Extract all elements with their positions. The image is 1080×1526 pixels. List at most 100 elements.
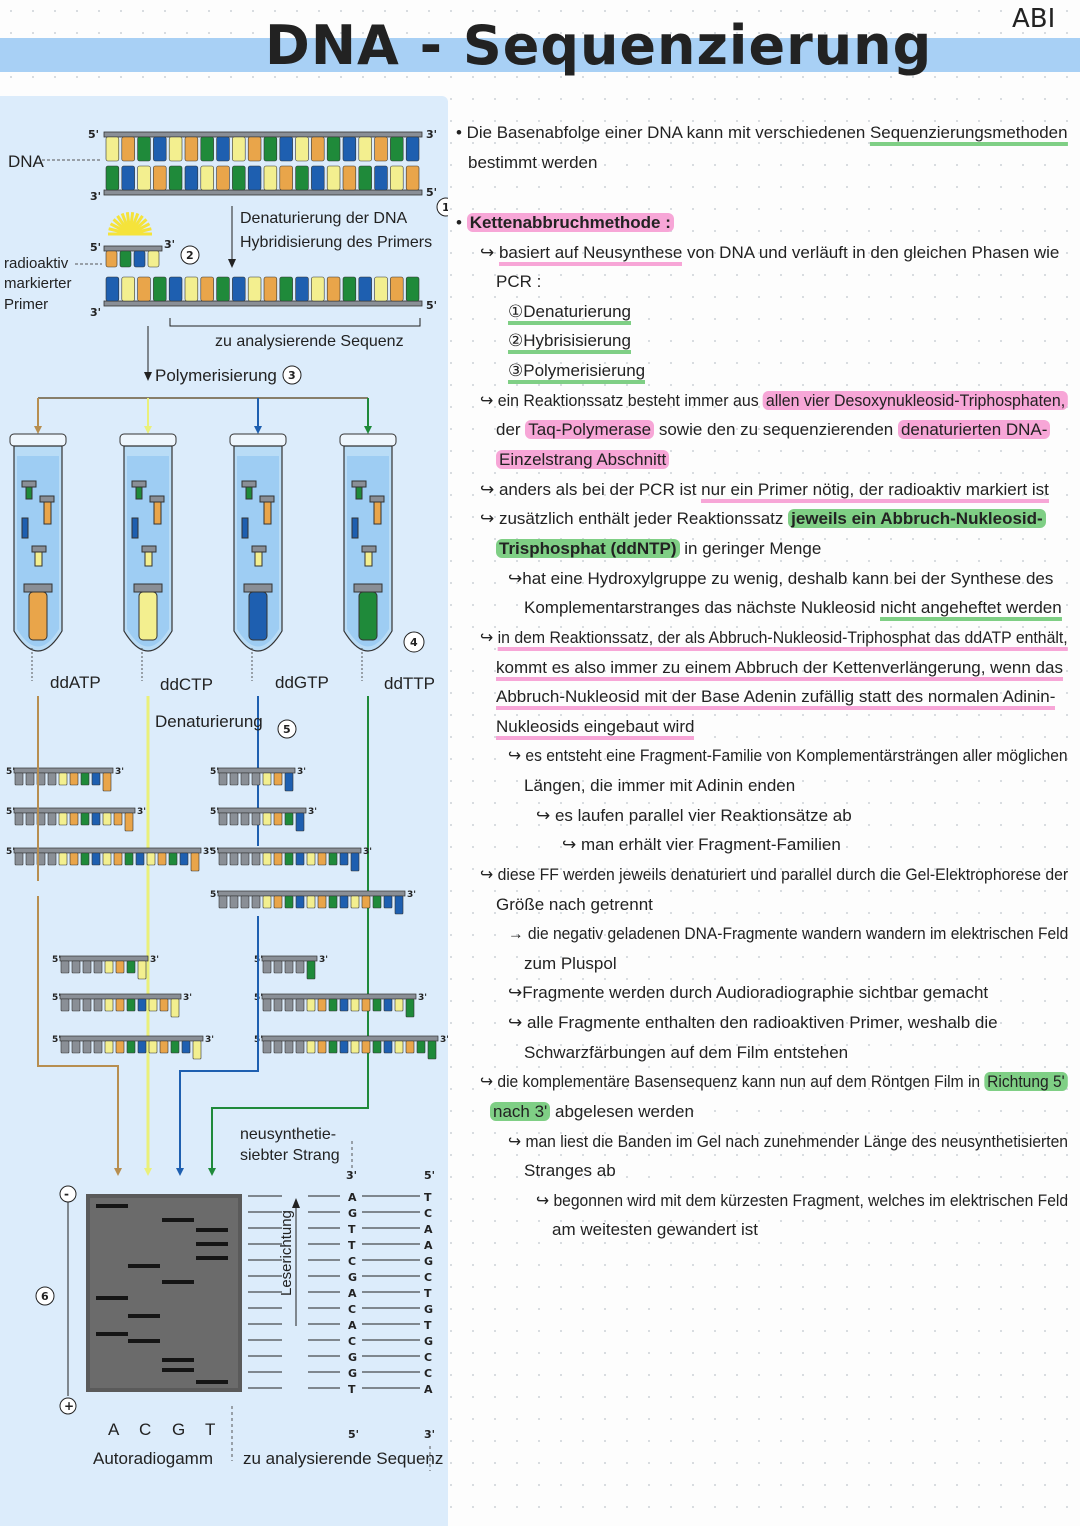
tube-rim [9, 433, 67, 447]
dna-base-lower [405, 165, 420, 191]
fragment-c-base [159, 1040, 169, 1054]
three-prime-label: 3' [90, 190, 101, 203]
fragment-a-base [102, 852, 112, 866]
template-base [358, 276, 372, 302]
five-prime-label: 5' [210, 890, 219, 900]
dna-base-lower [153, 165, 167, 191]
sequence-label: zu analysierende Sequenz [215, 333, 404, 350]
three-prime-label: 3' [203, 847, 212, 857]
fragment-a-base [91, 852, 101, 866]
sequence-base-right: G [424, 1255, 433, 1268]
new-strand-label-2: siebter Strang [240, 1147, 340, 1164]
sequence-base-right: A [424, 1239, 433, 1252]
fragment-a-base [157, 852, 167, 866]
dna-base-lower [311, 165, 325, 191]
fragment-g [217, 890, 406, 897]
sequence-base-right: T [424, 1287, 432, 1300]
fragment-c-base [170, 998, 180, 1018]
gel-band [96, 1332, 128, 1336]
fragment-a-base [25, 852, 35, 866]
fragment-a-base [179, 852, 189, 866]
fragment-t-base [317, 998, 327, 1012]
fragment-a-base [146, 852, 156, 866]
fragment-t-base [372, 1040, 382, 1054]
minus-sign: - [64, 1187, 69, 1201]
dna-base-upper [216, 136, 230, 162]
fragment-a-base [58, 812, 68, 826]
fragment-a [13, 807, 136, 814]
fragment-c-base [170, 1040, 180, 1054]
lane-label-t: T [205, 1420, 216, 1439]
fragment-a-base [69, 812, 79, 826]
fragment-g-base [317, 852, 327, 866]
fragment-c-base [192, 1040, 202, 1060]
primer-label-2: markierter [4, 275, 72, 292]
fragment-g-base [306, 852, 316, 866]
sequence-base-left: G [348, 1351, 357, 1364]
nucleotide-piece [25, 486, 33, 500]
sequence-base-right: A [424, 1223, 433, 1236]
fragment-c [59, 1035, 204, 1042]
fragment-c-base [137, 1040, 147, 1054]
title-banner [0, 38, 1080, 72]
fragment-g-base [339, 895, 349, 909]
note-line: ↪ basiert auf Neusynthese von DNA und ve… [480, 238, 1059, 268]
gel-band [162, 1280, 194, 1284]
note-line: ↪ diese FF werden jeweils denaturiert un… [480, 865, 1069, 884]
gel-band [128, 1314, 160, 1318]
nucleotide-piece [351, 480, 367, 488]
sequence-base-left: C [348, 1335, 356, 1348]
note-line: zum Pluspol [524, 954, 617, 973]
tube-rim [339, 433, 397, 447]
fragment-g-base [295, 852, 305, 866]
sequence-bracket [169, 318, 421, 327]
fragment-t-base [273, 960, 283, 974]
note-line: Längen, die immer mit Adinin enden [524, 776, 796, 795]
lane-line [211, 1096, 369, 1171]
three-prime-label: 3' [164, 238, 175, 251]
step-4-circle [403, 631, 425, 653]
three-prime-label: 3' [183, 993, 192, 1003]
sequence-base-right: G [424, 1303, 433, 1316]
fragment-c-base [104, 998, 114, 1012]
fragment-g-base [262, 895, 272, 909]
template-base [374, 276, 388, 302]
ddntp-body [138, 591, 158, 641]
fragment-g-base [361, 895, 371, 909]
note-line: ↪ man liest die Banden im Gel nach zuneh… [508, 1132, 1068, 1151]
dna-base-lower [168, 165, 183, 191]
fragment-t-base [350, 998, 360, 1012]
primer-base [147, 250, 160, 268]
dna-base-upper [263, 136, 278, 162]
fragment-g-base [284, 895, 294, 909]
fragment-c-base [93, 1040, 103, 1054]
ddntp-cap [133, 583, 163, 593]
five-prime-label: 5' [424, 1169, 435, 1182]
five-prime-label: 5' [6, 847, 15, 857]
fragment-g-base [262, 812, 272, 826]
nucleotide-piece [263, 501, 272, 525]
nucleotide-piece [259, 495, 275, 503]
template-base [168, 276, 183, 302]
fragment-c-base [60, 1040, 70, 1054]
sequence-base-left: T [348, 1383, 356, 1396]
fragment-a-base [25, 772, 35, 786]
fragment-c-base [181, 1040, 191, 1054]
fragment-a [13, 767, 114, 774]
fragment-g-base [251, 772, 261, 786]
primer-base [119, 250, 132, 268]
dna-base-lower [358, 165, 372, 191]
denaturation-label: Denaturierung [155, 712, 263, 731]
gel-band [196, 1242, 228, 1246]
sequence-base-right: T [424, 1191, 432, 1204]
fragment-a-base [91, 812, 101, 826]
fragment-t-base [361, 998, 371, 1012]
fragment-a-base [25, 812, 35, 826]
sequence-base-left: G [348, 1271, 357, 1284]
fragment-c-base [71, 998, 81, 1012]
fragment-g-base [251, 895, 261, 909]
three-prime-label: 3' [297, 767, 306, 777]
polymerisation-label: Polymerisierung [155, 366, 277, 385]
fragment-t-base [306, 960, 316, 980]
